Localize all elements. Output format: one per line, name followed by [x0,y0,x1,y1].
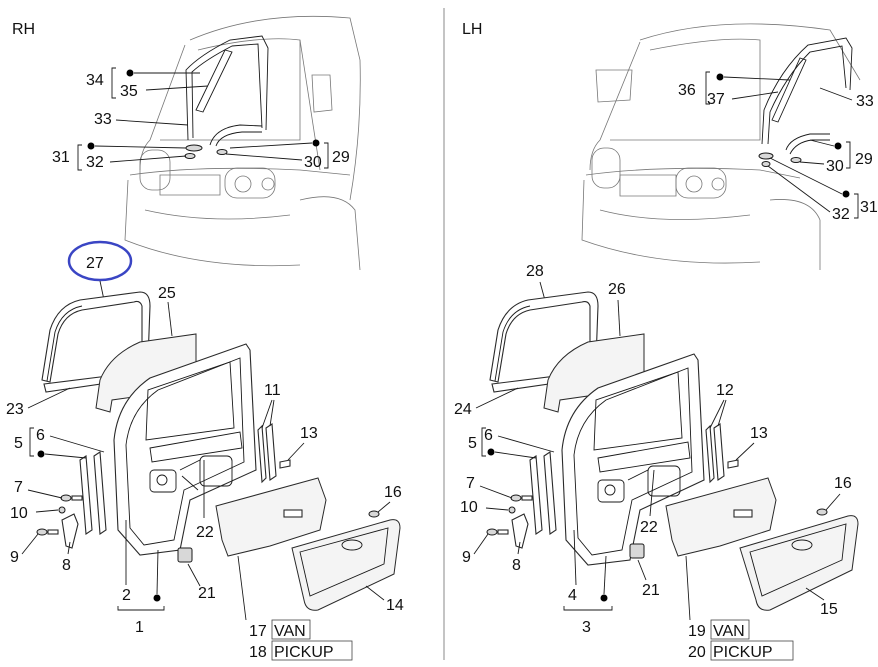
lh-trim-panel [739,515,859,611]
label-6: 6 [36,427,45,444]
label-22: 22 [196,524,214,541]
label-29: 29 [332,149,350,166]
label-14: 14 [386,597,404,614]
label-32: 32 [86,154,104,171]
rh-hinge-strip [79,451,107,535]
label-33: 33 [94,111,112,128]
rh-vehicle-callouts: 34 35 33 31 32 30 29 [52,67,350,171]
label-lh-8: 8 [512,557,521,574]
highlight-circle [67,240,133,282]
label-9: 9 [10,549,19,566]
label-1: 1 [135,619,144,636]
label-21: 21 [198,585,216,602]
rh-trim-clip [368,510,380,518]
label-27: 27 [86,255,104,272]
label-lh-33: 33 [856,93,874,110]
label-lh-9: 9 [462,549,471,566]
label-8: 8 [62,557,71,574]
label-lh-31: 31 [860,199,878,216]
rh-door-shell [113,343,257,556]
label-18: 18 [249,644,267,661]
label-7: 7 [14,479,23,496]
rh-hardware [36,494,83,549]
lh-section: LH 36 [454,21,878,661]
rh-highlight-27: 27 [67,240,133,301]
rh-clip [279,459,291,469]
lh-vehicle-sketch [581,23,861,270]
label-3: 3 [582,619,591,636]
label-lh-10: 10 [460,499,478,516]
label-lh-21: 21 [642,582,660,599]
label-26: 26 [608,281,626,298]
label-lh-29: 29 [855,151,873,168]
label-35: 35 [120,83,138,100]
label-30: 30 [304,154,322,171]
label-lh-22: 22 [640,519,658,536]
label-25: 25 [158,285,176,302]
label-16: 16 [384,484,402,501]
label-pickup: PICKUP [274,644,334,661]
label-20: 20 [688,644,706,661]
label-lh-6: 6 [484,427,493,444]
label-10: 10 [10,505,28,522]
lh-clip [727,459,739,469]
lh-division-bar [705,423,725,484]
label-12: 12 [716,382,734,399]
label-lh-30: 30 [826,158,844,175]
label-34: 34 [86,72,104,89]
label-lh-pickup: PICKUP [713,644,773,661]
label-19: 19 [688,623,706,640]
rh-vehicle-sketch [124,15,361,271]
label-17: 17 [249,623,267,640]
label-24: 24 [454,401,472,418]
label-lh-16: 16 [834,475,852,492]
rh-title: RH [12,21,35,38]
label-lh-5: 5 [468,435,477,452]
lh-door-shell [561,353,705,566]
label-van: VAN [274,623,306,640]
lh-hardware [486,494,533,549]
label-15: 15 [820,601,838,618]
lh-vehicle-callouts: 36 37 33 29 30 32 31 [678,71,878,223]
label-5: 5 [14,435,23,452]
label-37: 37 [707,91,725,108]
lh-insulation-panel [665,477,777,557]
label-31: 31 [52,149,70,166]
lh-title: LH [462,21,482,38]
label-lh-32: 32 [832,206,850,223]
rh-insulation-panel [215,477,327,557]
label-11: 11 [264,382,281,399]
label-4: 4 [568,587,577,604]
rh-section: RH 34 [6,15,404,661]
label-lh-13: 13 [750,425,768,442]
label-lh-7: 7 [466,475,475,492]
rh-trim-panel [291,519,401,611]
rh-handle-bezel [177,547,193,563]
label-28: 28 [526,263,544,280]
label-2: 2 [122,587,131,604]
lh-handle-bezel [629,543,645,559]
lh-trim-clip [816,508,828,516]
rh-division-bar [257,423,277,484]
label-13: 13 [300,425,318,442]
label-lh-van: VAN [713,623,745,640]
label-36: 36 [678,82,696,99]
label-23: 23 [6,401,24,418]
lh-hinge-strip [529,451,557,535]
